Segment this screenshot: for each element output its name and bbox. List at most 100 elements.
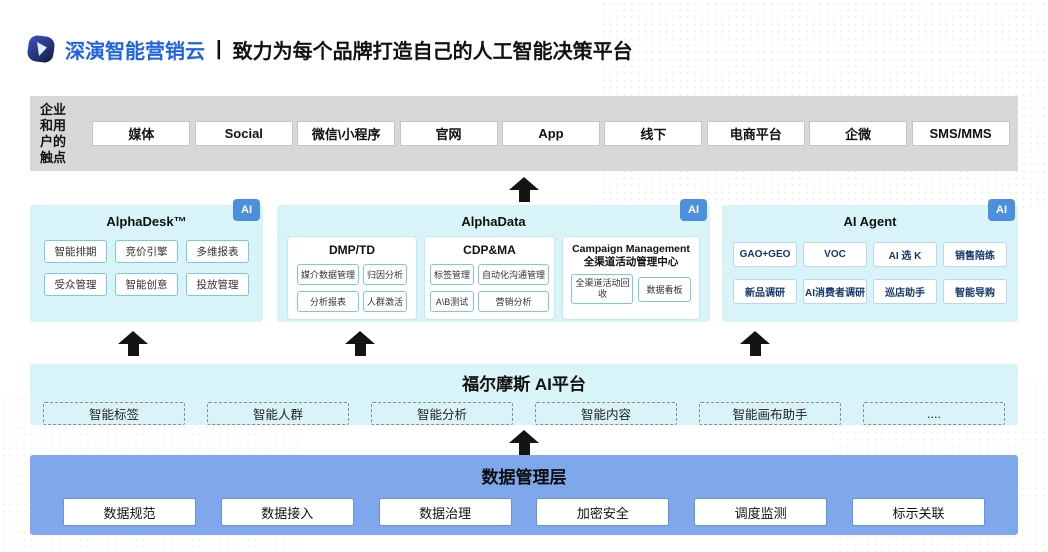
section-dmp-td-title: DMP/TD [329, 243, 375, 257]
ai-agent-item: AI 选 K [873, 242, 937, 267]
platform-capability-box: 智能分析 [371, 402, 513, 425]
up-arrow [740, 331, 770, 356]
ai-badge: AI [988, 199, 1015, 221]
ai-agent-item: 新品调研 [733, 279, 797, 304]
platform-capability-box: 智能人群 [207, 402, 349, 425]
holmes-ai-platform-title: 福尔摩斯 AI平台 [462, 375, 586, 394]
up-arrow-head [740, 331, 770, 344]
section-cdp-ma: CDP&MA 标签管理 自动化沟通管理 A\B测试 营销分析 [424, 236, 555, 320]
up-arrow-head [509, 177, 539, 190]
holmes-ai-platform-band: 福尔摩斯 AI平台 智能标签 智能人群 智能分析 智能内容 智能画布助手 ...… [30, 364, 1018, 425]
ai-agent-item: 智能导购 [943, 279, 1007, 304]
touchpoint-item: 媒体 [92, 121, 191, 146]
ai-agent-item: AI消费者调研 [803, 279, 867, 304]
touchpoint-item: 电商平台 [706, 121, 805, 146]
up-arrow [509, 177, 539, 202]
panel-alphadata: AI AlphaData DMP/TD 媒介数据管理 归因分析 分析报表 人群激… [277, 199, 710, 322]
panel-alphadata-title: AlphaData [461, 214, 526, 229]
header: 深演智能营销云 | 致力为每个品牌打造自己的人工智能决策平台 [26, 34, 633, 64]
cdp-ma-items: 标签管理 自动化沟通管理 A\B测试 营销分析 [429, 264, 550, 312]
alphadesk-item: 多维报表 [186, 240, 249, 263]
brand-name: 深演智能营销云 [65, 40, 205, 63]
up-arrow-stem [354, 344, 366, 356]
platform-capability-box: 智能画布助手 [699, 402, 841, 425]
touchpoint-item: 线下 [604, 121, 703, 146]
up-arrow-head [345, 331, 375, 344]
touchpoint-item: Social [194, 121, 293, 146]
touchpoint-item: SMS/MMS [911, 121, 1010, 146]
touchpoints-label-line: 企业 [40, 101, 67, 117]
title-separator: | [216, 37, 222, 60]
touchpoints-label-line: 和用 [40, 117, 67, 133]
ai-badge: AI [680, 199, 707, 221]
touchpoint-item: App [501, 121, 600, 146]
touchpoint-item: 企微 [809, 121, 908, 146]
ai-agent-item: 销售陪练 [943, 242, 1007, 267]
data-layer-item: 调度监测 [694, 498, 828, 526]
touchpoint-item: 官网 [399, 121, 498, 146]
ai-badge: AI [233, 199, 260, 221]
dmp-td-item: 人群激活 [363, 291, 408, 312]
up-arrow-stem [518, 190, 530, 202]
data-layer-item: 数据接入 [220, 498, 354, 526]
alphadata-sections: DMP/TD 媒介数据管理 归因分析 分析报表 人群激活 CDP&MA 标签管理… [277, 236, 710, 320]
dmp-td-items: 媒介数据管理 归因分析 分析报表 人群激活 [292, 264, 412, 312]
touchpoints-label-line: 户的 [40, 133, 67, 149]
ai-agent-items: GAO+GEO VOC AI 选 K 销售陪练 新品调研 AI消费者调研 巡店助… [722, 242, 1018, 304]
campaign-title-cn: 全渠道活动管理中心 [583, 256, 679, 268]
cdp-ma-item: 自动化沟通管理 [478, 264, 550, 285]
data-layer-item: 数据规范 [63, 498, 196, 526]
up-arrow [509, 430, 539, 455]
section-campaign-management: Campaign Management 全渠道活动管理中心 全渠道活动回收 数据… [562, 236, 700, 320]
touchpoint-item: 微信\小程序 [297, 121, 396, 146]
panel-alphadesk: AI AlphaDesk™ 智能排期 竞价引擎 多维报表 受众管理 智能创意 投… [30, 199, 263, 322]
touchpoints-list: 媒体 Social 微信\小程序 官网 App 线下 电商平台 企微 SMS/M… [88, 121, 1018, 146]
panel-ai-agent: AI AI Agent GAO+GEO VOC AI 选 K 销售陪练 新品调研… [722, 199, 1018, 322]
up-arrow [345, 331, 375, 356]
campaign-title-en: Campaign Management [572, 243, 690, 255]
alphadesk-item: 竞价引擎 [115, 240, 178, 263]
dmp-td-item: 归因分析 [363, 264, 408, 285]
cdp-ma-item: A\B测试 [429, 291, 474, 312]
up-arrow-head [509, 430, 539, 443]
data-management-layer-band: 数据管理层 数据规范 数据接入 数据治理 加密安全 调度监测 标示关联 [30, 455, 1018, 535]
touchpoints-label-line: 触点 [40, 149, 67, 165]
data-layer-item: 加密安全 [536, 498, 670, 526]
alphadesk-item: 智能排期 [44, 240, 107, 263]
alphadesk-items: 智能排期 竞价引擎 多维报表 受众管理 智能创意 投放管理 [30, 240, 263, 296]
platform-capabilities: 智能标签 智能人群 智能分析 智能内容 智能画布助手 .... [30, 402, 1018, 425]
platform-capability-box: .... [863, 402, 1005, 425]
up-arrow-stem [127, 344, 139, 356]
panel-ai-agent-title: AI Agent [843, 214, 897, 229]
data-layer-items: 数据规范 数据接入 数据治理 加密安全 调度监测 标示关联 [30, 498, 1018, 526]
up-arrow-head [118, 331, 148, 344]
campaign-item: 全渠道活动回收 [571, 274, 634, 304]
section-campaign-title: Campaign Management 全渠道活动管理中心 [567, 243, 695, 269]
campaign-item: 数据看板 [638, 276, 691, 302]
data-management-layer-title: 数据管理层 [481, 468, 567, 487]
section-cdp-ma-title: CDP&MA [463, 243, 516, 257]
up-arrow-stem [518, 443, 530, 455]
cdp-ma-item: 营销分析 [478, 291, 550, 312]
platform-capability-box: 智能标签 [43, 402, 185, 425]
dmp-td-item: 分析报表 [296, 291, 359, 312]
ai-agent-item: VOC [803, 242, 867, 267]
data-layer-item: 数据治理 [378, 498, 512, 526]
panel-alphadesk-title: AlphaDesk™ [106, 214, 187, 229]
cdp-ma-item: 标签管理 [429, 264, 474, 285]
section-dmp-td: DMP/TD 媒介数据管理 归因分析 分析报表 人群激活 [287, 236, 417, 320]
up-arrow-stem [749, 344, 761, 356]
alphadesk-item: 投放管理 [186, 273, 249, 296]
dmp-td-item: 媒介数据管理 [296, 264, 359, 285]
touchpoints-label: 企业 和用 户的 触点 [30, 102, 88, 166]
page-title: 致力为每个品牌打造自己的人工智能决策平台 [232, 40, 633, 63]
up-arrow [118, 331, 148, 356]
alphadesk-item: 智能创意 [115, 273, 178, 296]
brand-logo-icon [26, 34, 56, 64]
platform-capability-box: 智能内容 [535, 402, 677, 425]
alphadesk-item: 受众管理 [44, 273, 107, 296]
ai-agent-item: 巡店助手 [873, 279, 937, 304]
data-layer-item: 标示关联 [851, 498, 985, 526]
touchpoints-bar: 企业 和用 户的 触点 媒体 Social 微信\小程序 官网 App 线下 电… [30, 96, 1018, 171]
